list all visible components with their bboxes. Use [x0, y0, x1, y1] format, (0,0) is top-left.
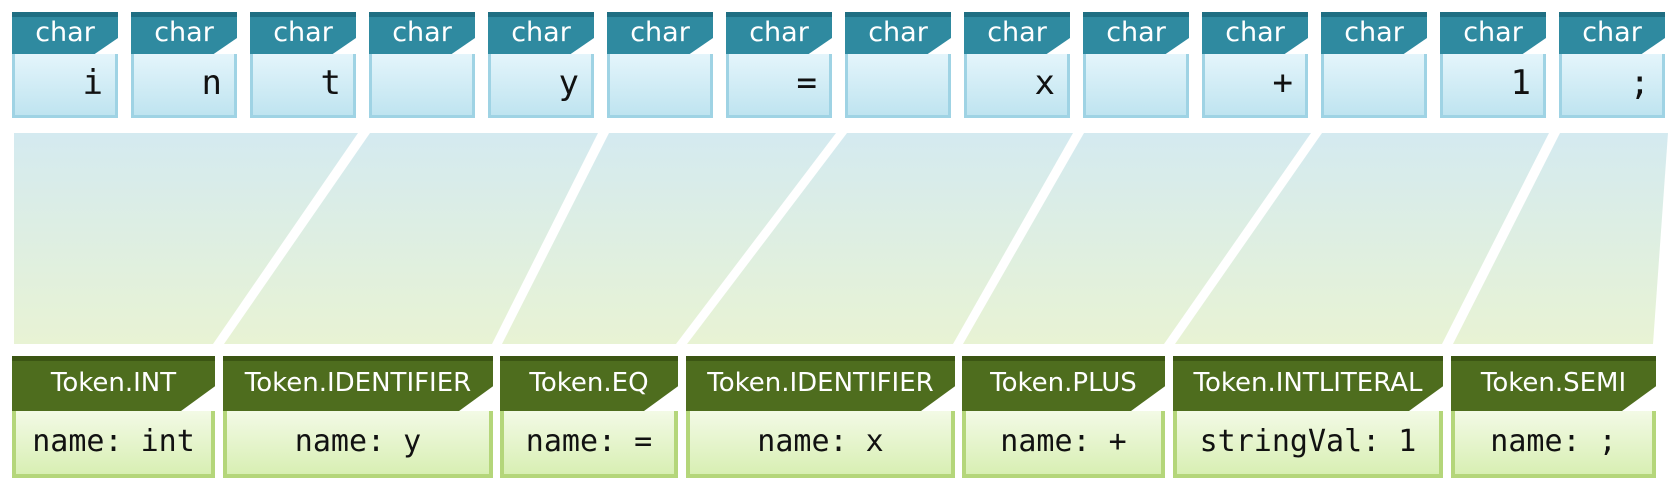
char-value [1321, 54, 1427, 118]
token-field: name: ; [1451, 411, 1656, 478]
token-type-label: Token.INTLITERAL [1173, 356, 1443, 411]
token-box: Token.INTLITERAL stringVal: 1 [1173, 356, 1443, 478]
char-value: ; [1559, 54, 1665, 118]
token-box: Token.EQ name: = [500, 356, 678, 478]
char-box: char = [726, 12, 832, 118]
token-field: name: = [500, 411, 678, 478]
char-value [369, 54, 475, 118]
char-box: char + [1202, 12, 1308, 118]
char-type-label: char [1440, 12, 1546, 54]
token-field: name: + [962, 411, 1165, 478]
char-box: char n [131, 12, 237, 118]
token-field: stringVal: 1 [1173, 411, 1443, 478]
char-value: + [1202, 54, 1308, 118]
char-value: 1 [1440, 54, 1546, 118]
char-type-label: char [964, 12, 1070, 54]
char-type-label: char [1321, 12, 1427, 54]
char-box: char t [250, 12, 356, 118]
char-type-label: char [250, 12, 356, 54]
mapping-band-x [687, 133, 1073, 344]
char-box: char [1321, 12, 1427, 118]
mapping-band-intliteral [1175, 133, 1549, 344]
char-value: = [726, 54, 832, 118]
char-value: n [131, 54, 237, 118]
char-value: y [488, 54, 594, 118]
char-box: char [845, 12, 951, 118]
token-box: Token.SEMI name: ; [1451, 356, 1656, 478]
char-value [607, 54, 713, 118]
char-box: char y [488, 12, 594, 118]
char-type-label: char [1559, 12, 1665, 54]
char-value [845, 54, 951, 118]
token-type-label: Token.PLUS [962, 356, 1165, 411]
token-type-label: Token.IDENTIFIER [686, 356, 955, 411]
char-box: char x [964, 12, 1070, 118]
char-box: char i [12, 12, 118, 118]
token-field: name: x [686, 411, 955, 478]
char-type-label: char [131, 12, 237, 54]
char-value: i [12, 54, 118, 118]
mapping-band-y [224, 133, 598, 344]
token-box: Token.IDENTIFIER name: x [686, 356, 955, 478]
token-type-label: Token.SEMI [1451, 356, 1656, 411]
char-value: t [250, 54, 356, 118]
char-value [1083, 54, 1189, 118]
token-box: Token.INT name: int [12, 356, 215, 478]
char-type-label: char [369, 12, 475, 54]
token-type-label: Token.INT [12, 356, 215, 411]
token-type-label: Token.EQ [500, 356, 678, 411]
mapping-band-plus [963, 133, 1311, 344]
char-type-label: char [1202, 12, 1308, 54]
mapping-band-eq [502, 133, 836, 344]
char-type-label: char [607, 12, 713, 54]
mapping-band-semi [1453, 133, 1668, 344]
char-box: char [369, 12, 475, 118]
char-type-label: char [1083, 12, 1189, 54]
token-box: Token.IDENTIFIER name: y [223, 356, 493, 478]
char-box: char 1 [1440, 12, 1546, 118]
char-box: char [607, 12, 713, 118]
char-type-label: char [726, 12, 832, 54]
token-field: name: y [223, 411, 493, 478]
char-type-label: char [845, 12, 951, 54]
char-box: char [1083, 12, 1189, 118]
char-box: char ; [1559, 12, 1665, 118]
token-field: name: int [12, 411, 215, 478]
token-box: Token.PLUS name: + [962, 356, 1165, 478]
char-value: x [964, 54, 1070, 118]
token-type-label: Token.IDENTIFIER [223, 356, 493, 411]
char-type-label: char [12, 12, 118, 54]
char-type-label: char [488, 12, 594, 54]
mapping-band-int [14, 133, 358, 344]
